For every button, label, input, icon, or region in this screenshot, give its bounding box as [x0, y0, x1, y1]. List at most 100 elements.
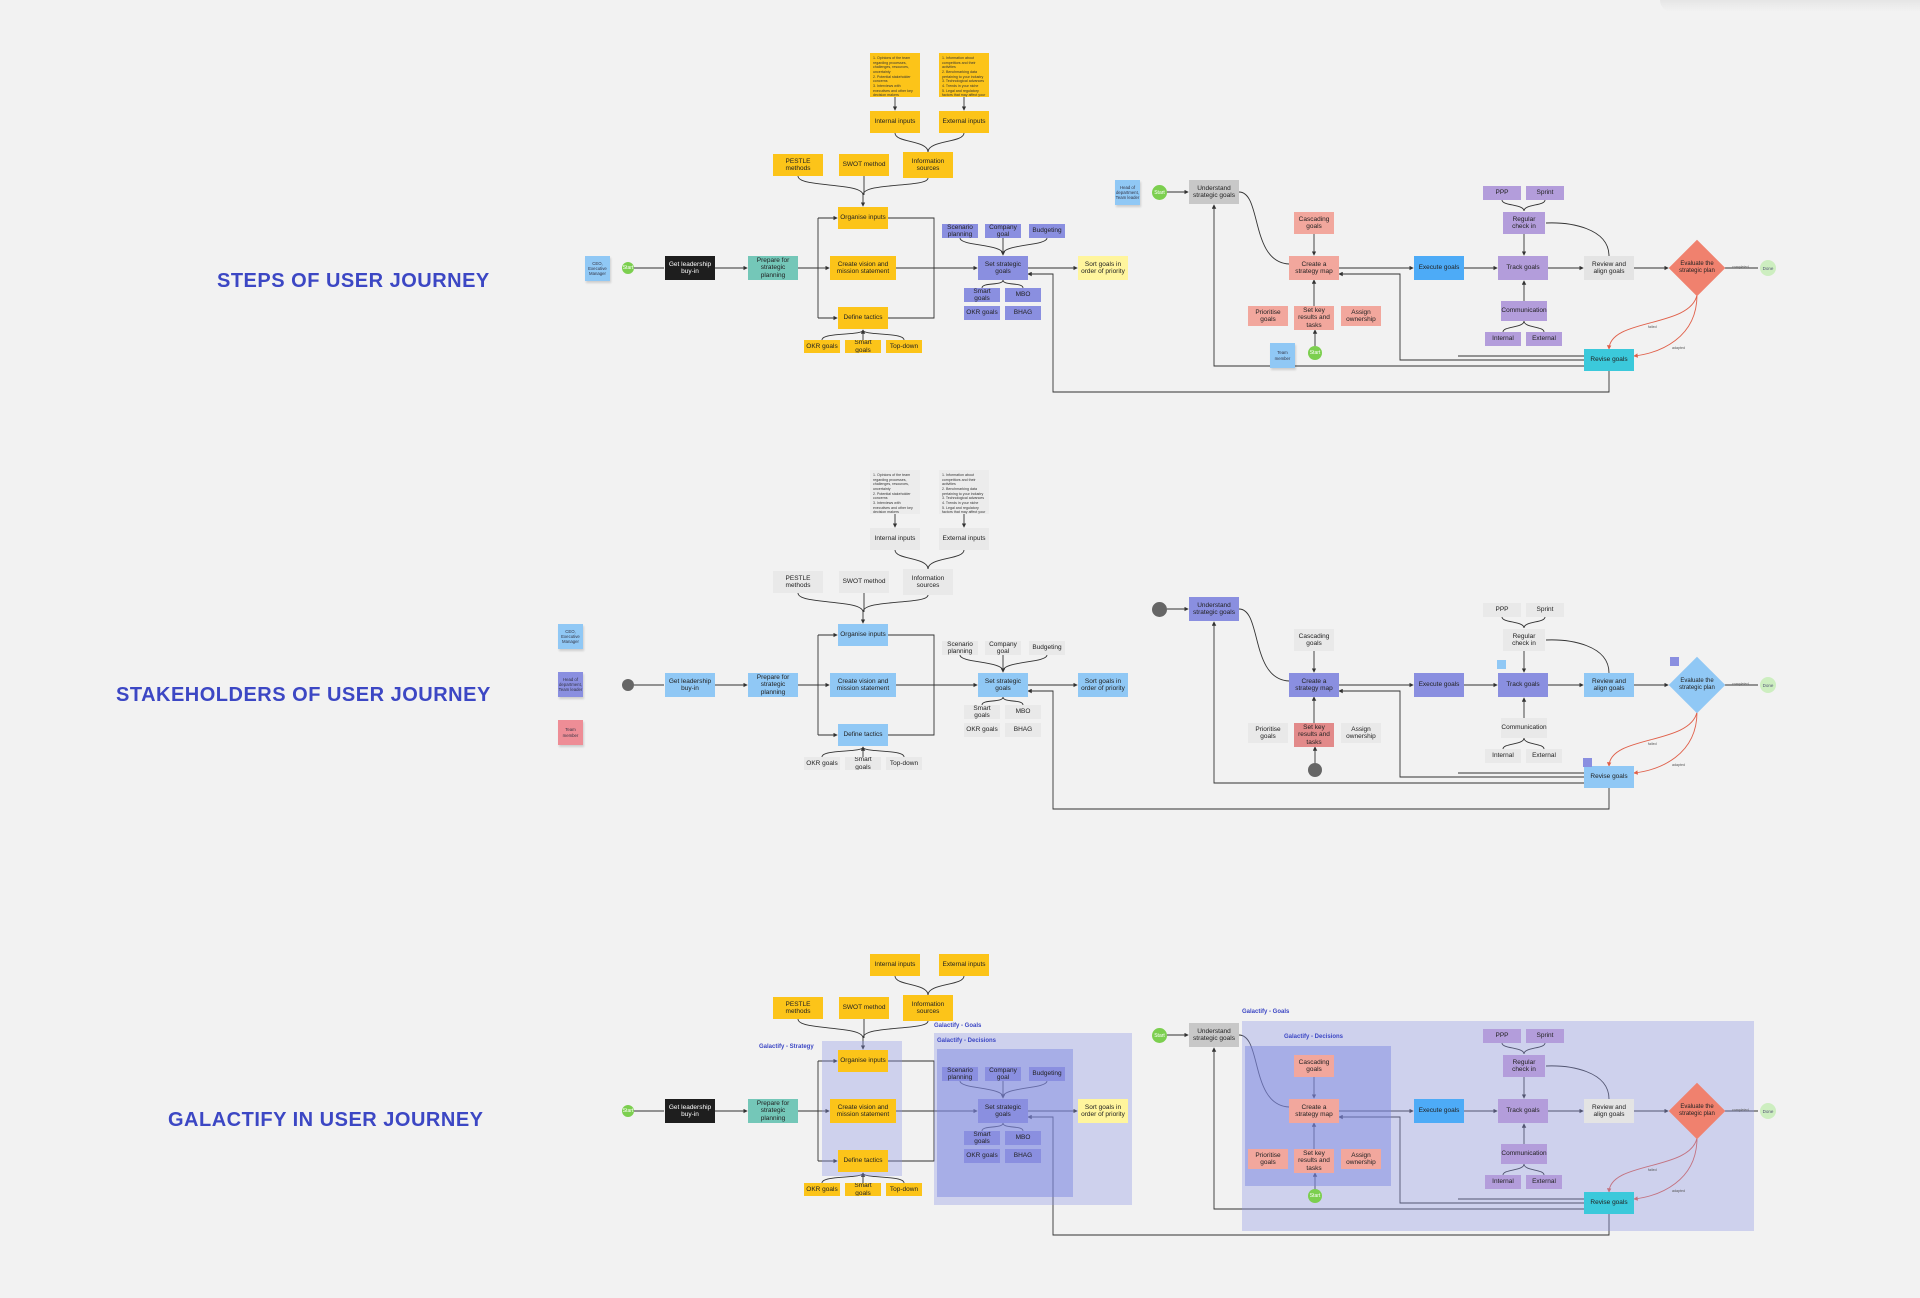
start-circle[interactable]: Start: [622, 262, 634, 274]
create-strategy-map[interactable]: Create a strategy map: [1289, 1099, 1339, 1123]
bhag[interactable]: BHAG: [1005, 306, 1041, 320]
top-down[interactable]: Top-down: [886, 1183, 922, 1196]
create-strategy-map[interactable]: Create a strategy map: [1289, 256, 1339, 280]
organise-inputs[interactable]: Organise inputs: [838, 1050, 888, 1072]
set-strategic-goals[interactable]: Set strategic goals: [978, 256, 1028, 280]
ppp[interactable]: PPP: [1483, 186, 1521, 200]
track-goals[interactable]: Track goals: [1498, 673, 1548, 697]
set-key-results[interactable]: Set key results and tasks: [1294, 723, 1334, 747]
evaluate-strategic-plan[interactable]: Evaluate the strategic plan: [1668, 239, 1726, 297]
external-inputs[interactable]: External inputs: [939, 528, 989, 550]
set-strategic-goals[interactable]: Set strategic goals: [978, 1099, 1028, 1123]
okr-goals[interactable]: OKR goals: [804, 757, 840, 770]
assign-ownership[interactable]: Assign ownership: [1341, 723, 1381, 743]
cascading-goals[interactable]: Cascading goals: [1294, 629, 1334, 651]
sort-goals-priority[interactable]: Sort goals in order of priority: [1078, 1099, 1128, 1123]
okr-goals[interactable]: OKR goals: [804, 1183, 840, 1196]
prioritise-goals[interactable]: Prioritise goals: [1248, 723, 1288, 743]
create-vision-mission[interactable]: Create vision and mission statement: [830, 256, 896, 280]
company-goal[interactable]: Company goal: [985, 641, 1021, 655]
communication[interactable]: Communication: [1501, 1144, 1547, 1164]
scenario-planning[interactable]: Scenario planning: [942, 224, 978, 238]
understand-strategic-goals[interactable]: Understand strategic goals: [1189, 597, 1239, 621]
regular-check-in[interactable]: Regular check in: [1503, 629, 1545, 651]
regular-check-in[interactable]: Regular check in: [1503, 1055, 1545, 1077]
pestle-methods[interactable]: PESTLE methods: [773, 154, 823, 176]
revise-goals[interactable]: Revise goals: [1584, 349, 1634, 371]
sort-goals-priority[interactable]: Sort goals in order of priority: [1078, 256, 1128, 280]
prepare-strategic-planning[interactable]: Prepare for strategic planning: [748, 256, 798, 280]
define-tactics[interactable]: Define tactics: [838, 1150, 888, 1172]
smart-goals-2[interactable]: Smart goals: [964, 1131, 1000, 1145]
internal[interactable]: Internal: [1485, 332, 1521, 346]
get-leadership-buy-in[interactable]: Get leadership buy-in: [665, 1099, 715, 1123]
internal-inputs[interactable]: Internal inputs: [870, 954, 920, 976]
start-circle-3[interactable]: Start: [1308, 346, 1322, 360]
start-circle[interactable]: [622, 679, 634, 691]
smart-goals[interactable]: Smart goals: [845, 340, 881, 353]
cascading-goals[interactable]: Cascading goals: [1294, 212, 1334, 234]
review-align-goals[interactable]: Review and align goals: [1584, 256, 1634, 280]
communication[interactable]: Communication: [1501, 718, 1547, 738]
evaluate-strategic-plan[interactable]: Evaluate the strategic plan: [1668, 1082, 1726, 1140]
bhag[interactable]: BHAG: [1005, 1149, 1041, 1163]
create-vision-mission[interactable]: Create vision and mission statement: [830, 1099, 896, 1123]
execute-goals[interactable]: Execute goals: [1414, 256, 1464, 280]
define-tactics[interactable]: Define tactics: [838, 307, 888, 329]
pestle-methods[interactable]: PESTLE methods: [773, 571, 823, 593]
okr-goals[interactable]: OKR goals: [804, 340, 840, 353]
organise-inputs[interactable]: Organise inputs: [838, 207, 888, 229]
top-down[interactable]: Top-down: [886, 757, 922, 770]
prioritise-goals[interactable]: Prioritise goals: [1248, 1149, 1288, 1169]
company-goal[interactable]: Company goal: [985, 1067, 1021, 1081]
scenario-planning[interactable]: Scenario planning: [942, 1067, 978, 1081]
external[interactable]: External: [1526, 1175, 1562, 1189]
set-key-results[interactable]: Set key results and tasks: [1294, 306, 1334, 330]
ppp[interactable]: PPP: [1483, 603, 1521, 617]
budgeting[interactable]: Budgeting: [1029, 224, 1065, 238]
organise-inputs[interactable]: Organise inputs: [838, 624, 888, 646]
track-goals[interactable]: Track goals: [1498, 1099, 1548, 1123]
external[interactable]: External: [1526, 749, 1562, 763]
okr-goals-2[interactable]: OKR goals: [964, 723, 1000, 737]
budgeting[interactable]: Budgeting: [1029, 641, 1065, 655]
scenario-planning[interactable]: Scenario planning: [942, 641, 978, 655]
external[interactable]: External: [1526, 332, 1562, 346]
assign-ownership[interactable]: Assign ownership: [1341, 306, 1381, 326]
communication[interactable]: Communication: [1501, 301, 1547, 321]
prioritise-goals[interactable]: Prioritise goals: [1248, 306, 1288, 326]
create-strategy-map[interactable]: Create a strategy map: [1289, 673, 1339, 697]
mbo[interactable]: MBO: [1005, 1131, 1041, 1145]
external-inputs[interactable]: External inputs: [939, 111, 989, 133]
start-circle-3[interactable]: Start: [1308, 1189, 1322, 1203]
execute-goals[interactable]: Execute goals: [1414, 673, 1464, 697]
swot-method[interactable]: SWOT method: [839, 997, 889, 1019]
done-end[interactable]: Done: [1760, 1103, 1776, 1119]
get-leadership-buy-in[interactable]: Get leadership buy-in: [665, 256, 715, 280]
company-goal[interactable]: Company goal: [985, 224, 1021, 238]
external-inputs[interactable]: External inputs: [939, 954, 989, 976]
start-circle-3[interactable]: [1308, 763, 1322, 777]
assign-ownership[interactable]: Assign ownership: [1341, 1149, 1381, 1169]
top-down[interactable]: Top-down: [886, 340, 922, 353]
internal-inputs[interactable]: Internal inputs: [870, 111, 920, 133]
sprint[interactable]: Sprint: [1526, 603, 1564, 617]
information-sources[interactable]: Information sources: [903, 995, 953, 1021]
review-align-goals[interactable]: Review and align goals: [1584, 673, 1634, 697]
prepare-strategic-planning[interactable]: Prepare for strategic planning: [748, 1099, 798, 1123]
track-goals[interactable]: Track goals: [1498, 256, 1548, 280]
cascading-goals[interactable]: Cascading goals: [1294, 1055, 1334, 1077]
mbo[interactable]: MBO: [1005, 705, 1041, 719]
set-strategic-goals[interactable]: Set strategic goals: [978, 673, 1028, 697]
sprint[interactable]: Sprint: [1526, 1029, 1564, 1043]
regular-check-in[interactable]: Regular check in: [1503, 212, 1545, 234]
get-leadership-buy-in[interactable]: Get leadership buy-in: [665, 673, 715, 697]
swot-method[interactable]: SWOT method: [839, 154, 889, 176]
pestle-methods[interactable]: PESTLE methods: [773, 997, 823, 1019]
bhag[interactable]: BHAG: [1005, 723, 1041, 737]
budgeting[interactable]: Budgeting: [1029, 1067, 1065, 1081]
sprint[interactable]: Sprint: [1526, 186, 1564, 200]
evaluate-strategic-plan[interactable]: Evaluate the strategic plan: [1668, 656, 1726, 714]
smart-goals[interactable]: Smart goals: [845, 757, 881, 770]
revise-goals[interactable]: Revise goals: [1584, 766, 1634, 788]
